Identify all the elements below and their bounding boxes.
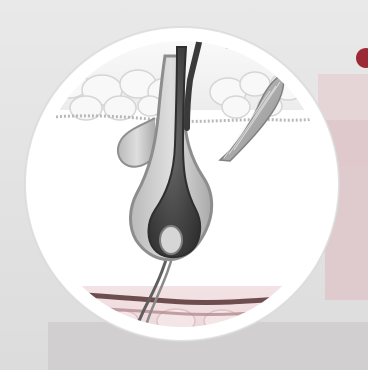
dermal-papilla (160, 226, 182, 254)
